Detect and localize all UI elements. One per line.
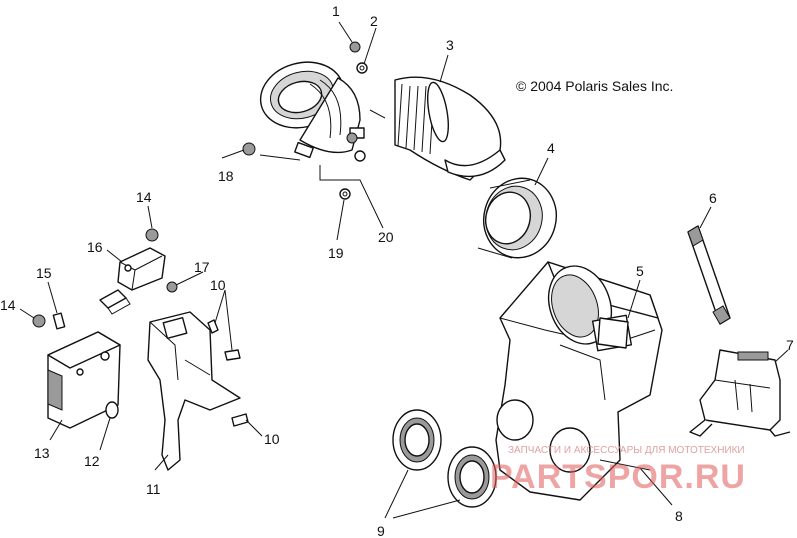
airbox-label-plate — [597, 317, 629, 349]
ecu-bracket — [147, 311, 241, 471]
callout-14-left: 14 — [0, 297, 16, 313]
callout-15: 15 — [36, 265, 52, 281]
callout-7: 7 — [786, 337, 794, 353]
washer-item-19 — [339, 188, 351, 200]
nut-item-17 — [166, 281, 178, 293]
callout-1: 1 — [332, 3, 340, 19]
callout-12: 12 — [84, 453, 100, 469]
bolt-item-10-upper — [207, 319, 241, 361]
fastener-item-20b — [354, 150, 366, 162]
callout-17: 17 — [194, 259, 210, 275]
clip-item-15 — [52, 312, 66, 330]
duct-seal-upper — [392, 409, 442, 471]
callout-14-upper: 14 — [136, 189, 152, 205]
callout-9: 9 — [377, 523, 385, 538]
intake-duct — [394, 76, 506, 181]
intake-boot — [259, 61, 365, 159]
callout-labels: 1 2 3 4 5 6 7 8 9 10 10 11 12 13 14 14 1… — [0, 3, 794, 538]
nut-item-18 — [242, 142, 256, 156]
callout-5: 5 — [636, 263, 644, 279]
callout-2: 2 — [370, 13, 378, 29]
leader-lines — [19, 21, 789, 519]
bushing-item-12 — [105, 401, 119, 419]
callout-3: 3 — [446, 37, 454, 53]
bolt-item-10-lower — [231, 413, 249, 427]
wire-connector — [99, 289, 131, 315]
watermark-brand: PARTSPOR.RU — [490, 458, 746, 496]
coupler-ring — [477, 177, 557, 259]
duct-seal-lower — [447, 446, 497, 508]
callout-13: 13 — [34, 445, 50, 461]
nut-item-14-left — [32, 314, 46, 328]
callout-18: 18 — [218, 168, 234, 184]
airbox-strap — [687, 225, 731, 325]
callout-8: 8 — [675, 508, 683, 524]
callout-11: 11 — [146, 481, 161, 497]
fastener-item-20a — [346, 132, 358, 144]
callout-19: 19 — [328, 245, 344, 261]
washer-item-2 — [356, 62, 368, 74]
callout-10-lower: 10 — [264, 431, 280, 447]
watermark-tagline: ЗАПЧАСТИ И АКСЕССУАРЫ ДЛЯ МОТОТЕХНИКИ — [508, 445, 745, 456]
nut-item-14-upper — [145, 228, 159, 242]
callout-6: 6 — [709, 190, 717, 206]
relay — [117, 247, 166, 291]
watermark: ЗАПЧАСТИ И АКСЕССУАРЫ ДЛЯ МОТОТЕХНИКИ PA… — [490, 445, 746, 496]
callout-16: 16 — [87, 239, 103, 255]
nut-item-1 — [349, 41, 361, 53]
ecu-module — [47, 331, 121, 429]
callout-20: 20 — [378, 229, 394, 245]
airbox-bracket — [689, 349, 791, 437]
copyright-text: © 2004 Polaris Sales Inc. — [516, 78, 673, 94]
callout-10-upper: 10 — [210, 277, 226, 293]
callout-4: 4 — [547, 140, 555, 156]
